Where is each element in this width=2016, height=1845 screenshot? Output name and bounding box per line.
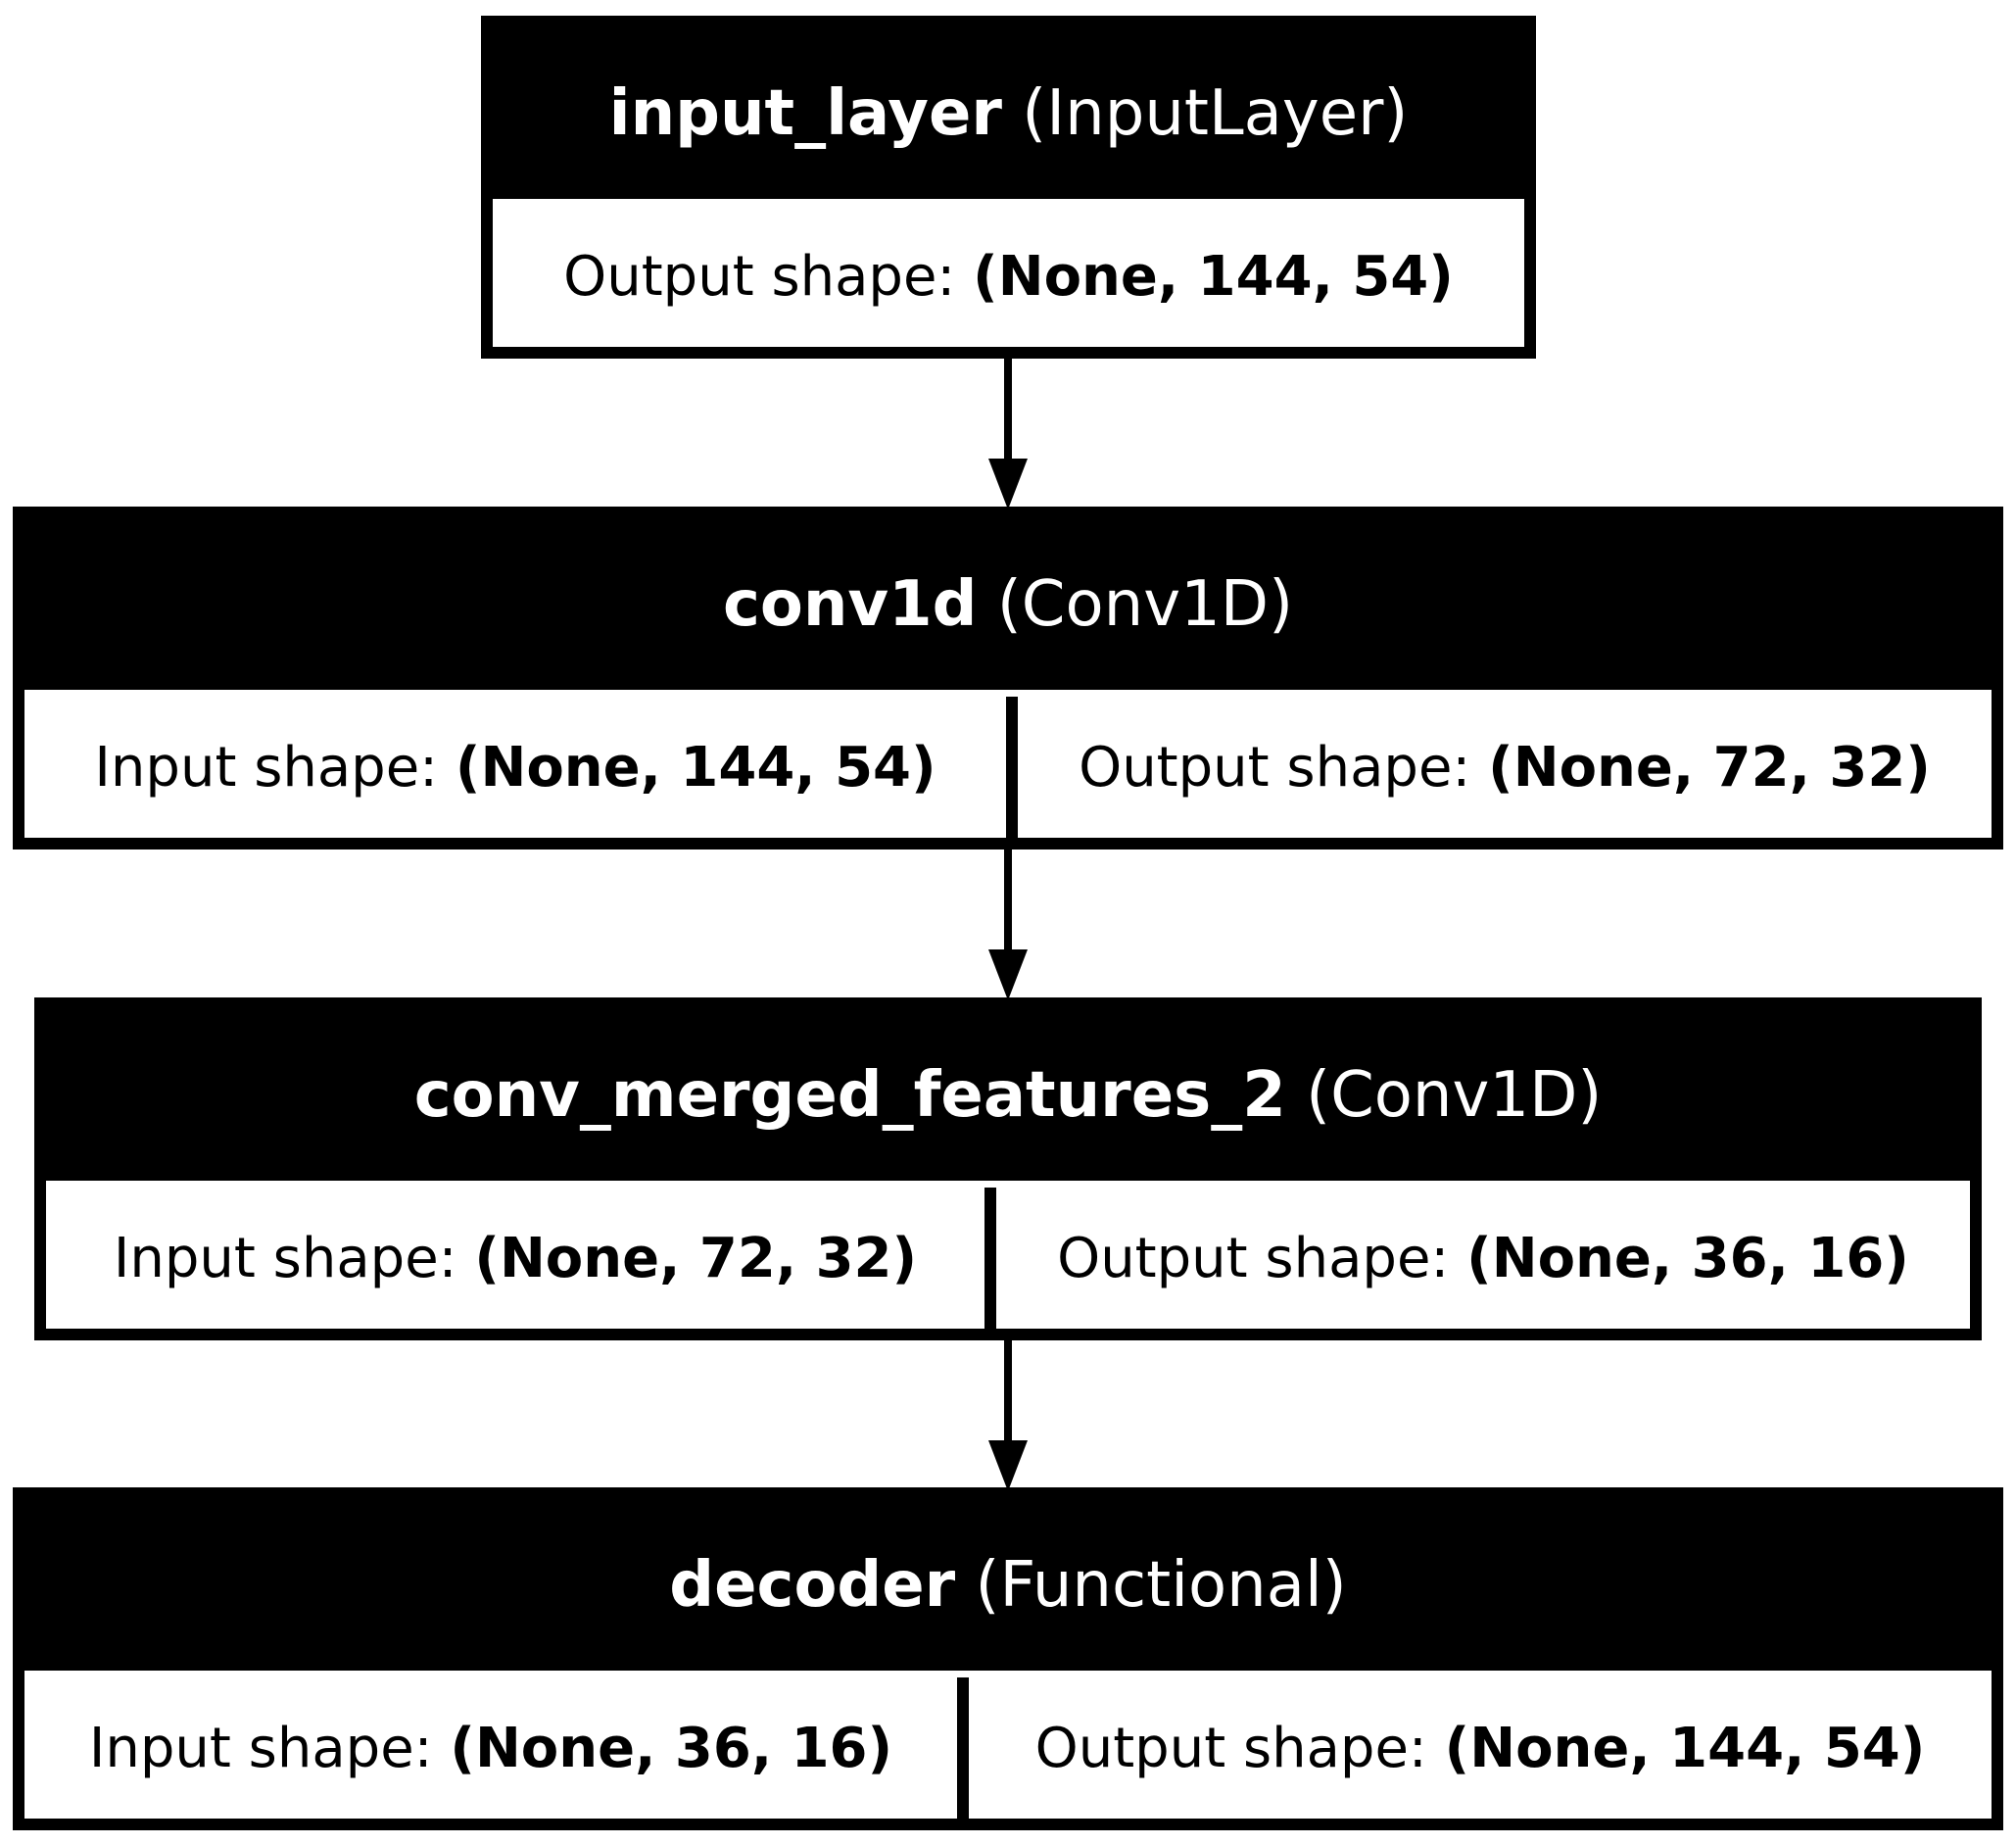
output-shape-label: Output shape:	[563, 244, 956, 309]
output-shape-label: Output shape:	[1034, 1716, 1427, 1780]
layer-type: (InputLayer)	[1022, 76, 1409, 150]
layer-name: conv1d	[722, 567, 978, 641]
node-shape-row: Output shape: (None, 144, 54)	[493, 206, 1524, 347]
output-shape-value: (None, 36, 16)	[1466, 1226, 1909, 1290]
node-input-layer: input_layer (InputLayer) Output shape: (…	[481, 16, 1536, 359]
input-shape-value: (None, 144, 54)	[455, 735, 936, 800]
layer-type: (Conv1D)	[1306, 1058, 1603, 1132]
input-shape-label: Input shape:	[94, 735, 439, 800]
input-shape-cell: Input shape: (None, 36, 16)	[24, 1677, 969, 1819]
output-shape-value: (None, 144, 54)	[1444, 1716, 1926, 1780]
input-shape-label: Input shape:	[113, 1226, 457, 1290]
node-conv-merged-features-2: conv_merged_features_2 (Conv1D) Input sh…	[34, 997, 1982, 1340]
edge-input-layer-to-conv1d	[988, 359, 1028, 510]
arrowhead-icon	[988, 1440, 1028, 1491]
edge-conv1d-to-conv-merged-features-2	[988, 850, 1028, 1000]
node-shape-row: Input shape: (None, 72, 32) Output shape…	[46, 1188, 1970, 1329]
node-conv1d: conv1d (Conv1D) Input shape: (None, 144,…	[13, 507, 2003, 850]
node-header: conv1d (Conv1D)	[24, 518, 1992, 690]
output-shape-label: Output shape:	[1079, 735, 1471, 800]
node-shape-row: Input shape: (None, 36, 16) Output shape…	[24, 1677, 1992, 1819]
layer-type: (Functional)	[975, 1548, 1347, 1622]
arrowhead-icon	[988, 949, 1028, 1000]
input-shape-label: Input shape:	[88, 1716, 433, 1780]
input-shape-cell: Input shape: (None, 72, 32)	[46, 1188, 996, 1329]
output-shape-cell: Output shape: (None, 72, 32)	[1018, 697, 1992, 838]
layer-name: input_layer	[608, 76, 1002, 150]
layer-name: conv_merged_features_2	[413, 1058, 1286, 1132]
output-shape-cell: Output shape: (None, 144, 54)	[493, 206, 1524, 347]
edge-conv-merged-features-2-to-decoder	[988, 1340, 1028, 1491]
arrowhead-icon	[988, 459, 1028, 510]
layer-name: decoder	[669, 1548, 956, 1622]
input-shape-value: (None, 36, 16)	[450, 1716, 893, 1780]
output-shape-value: (None, 72, 32)	[1488, 735, 1931, 800]
output-shape-value: (None, 144, 54)	[973, 244, 1454, 309]
input-shape-value: (None, 72, 32)	[474, 1226, 918, 1290]
output-shape-cell: Output shape: (None, 36, 16)	[996, 1188, 1970, 1329]
node-header: decoder (Functional)	[24, 1499, 1992, 1671]
output-shape-label: Output shape:	[1057, 1226, 1450, 1290]
node-shape-row: Input shape: (None, 144, 54) Output shap…	[24, 697, 1992, 838]
node-header: conv_merged_features_2 (Conv1D)	[46, 1009, 1970, 1181]
layer-type: (Conv1D)	[996, 567, 1294, 641]
output-shape-cell: Output shape: (None, 144, 54)	[969, 1677, 1992, 1819]
node-header: input_layer (InputLayer)	[493, 27, 1524, 199]
input-shape-cell: Input shape: (None, 144, 54)	[24, 697, 1018, 838]
node-decoder: decoder (Functional) Input shape: (None,…	[13, 1487, 2003, 1830]
